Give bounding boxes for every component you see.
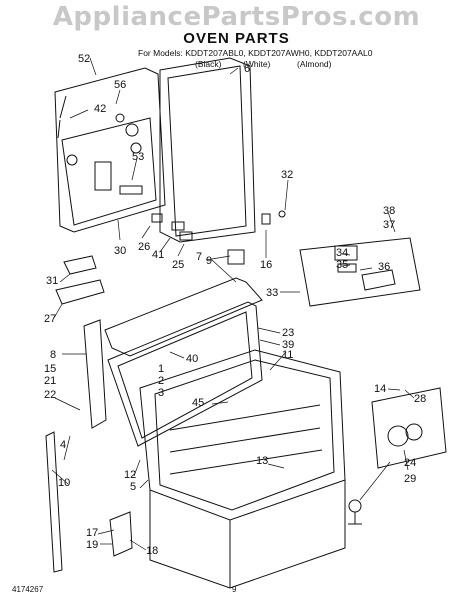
callout-3: 3 bbox=[158, 387, 164, 399]
callout-labels: 52 6 56 42 53 32 38 37 30 26 41 25 16 34… bbox=[44, 53, 426, 557]
page-number: 9 bbox=[232, 585, 237, 594]
variant-black: (Black) bbox=[195, 59, 222, 69]
callout-5: 5 bbox=[130, 481, 136, 493]
callout-32: 32 bbox=[281, 169, 293, 181]
variant-almond: (Almond) bbox=[297, 59, 332, 69]
callout-31: 31 bbox=[46, 275, 58, 287]
callout-19: 19 bbox=[86, 539, 98, 551]
callout-4: 4 bbox=[60, 439, 66, 451]
callout-56: 56 bbox=[114, 79, 126, 91]
page-title: OVEN PARTS bbox=[183, 30, 290, 47]
callout-30: 30 bbox=[114, 245, 126, 257]
callout-40: 40 bbox=[186, 353, 198, 365]
callout-21: 21 bbox=[44, 375, 56, 387]
leader-lines bbox=[51, 57, 415, 551]
callout-39: 39 bbox=[282, 339, 294, 351]
callout-13: 13 bbox=[256, 455, 268, 467]
callout-37: 37 bbox=[383, 219, 395, 231]
latch-bracket bbox=[109, 511, 133, 557]
broil-element-knob bbox=[371, 387, 447, 469]
callout-14: 14 bbox=[374, 383, 386, 395]
callout-23: 23 bbox=[282, 327, 294, 339]
callout-26: 26 bbox=[138, 241, 150, 253]
watermark: AppliancePartsPros.com bbox=[52, 2, 421, 32]
models-line: For Models: KDDT207ABL0, KDDT207AWH0, KD… bbox=[138, 48, 373, 58]
leg-leveler bbox=[348, 499, 362, 525]
callout-41: 41 bbox=[152, 249, 164, 261]
oven-back-panel bbox=[159, 57, 256, 243]
callout-42: 42 bbox=[94, 103, 106, 115]
callout-25: 25 bbox=[172, 259, 184, 271]
front-frame bbox=[104, 277, 263, 447]
control-assembly-box bbox=[299, 237, 421, 307]
callout-28: 28 bbox=[414, 393, 426, 405]
small-brackets bbox=[151, 210, 286, 265]
callout-35: 35 bbox=[336, 259, 348, 271]
callout-36: 36 bbox=[378, 261, 390, 273]
left-hinge-bar bbox=[45, 431, 63, 573]
callout-45: 45 bbox=[192, 397, 204, 409]
callout-15: 15 bbox=[44, 363, 56, 375]
callout-16: 16 bbox=[260, 259, 272, 271]
callout-27: 27 bbox=[44, 313, 56, 325]
rear-wrapper bbox=[54, 67, 166, 233]
callout-2: 2 bbox=[158, 375, 164, 387]
callout-38: 38 bbox=[383, 205, 395, 217]
callout-7: 7 bbox=[196, 251, 202, 263]
oven-cavity bbox=[139, 349, 346, 589]
footer-code: 4174267 bbox=[12, 585, 44, 594]
callout-1: 1 bbox=[158, 363, 164, 375]
callout-9: 9 bbox=[206, 255, 212, 267]
callout-22: 22 bbox=[44, 389, 56, 401]
callout-24: 24 bbox=[404, 457, 416, 469]
callout-17: 17 bbox=[86, 527, 98, 539]
callout-52: 52 bbox=[78, 53, 90, 65]
front-bracket-assembly bbox=[55, 255, 105, 305]
callout-12: 12 bbox=[124, 469, 136, 481]
callout-34: 34 bbox=[336, 247, 348, 259]
callout-8: 8 bbox=[50, 349, 56, 361]
variant-white: (White) bbox=[243, 59, 271, 69]
side-trim bbox=[83, 319, 107, 429]
callout-10: 10 bbox=[58, 477, 70, 489]
callout-18: 18 bbox=[146, 545, 158, 557]
callout-29: 29 bbox=[404, 473, 416, 485]
callout-6: 6 bbox=[244, 63, 250, 75]
callout-33: 33 bbox=[266, 287, 278, 299]
callout-11: 11 bbox=[282, 349, 293, 361]
callout-53: 53 bbox=[132, 151, 144, 163]
